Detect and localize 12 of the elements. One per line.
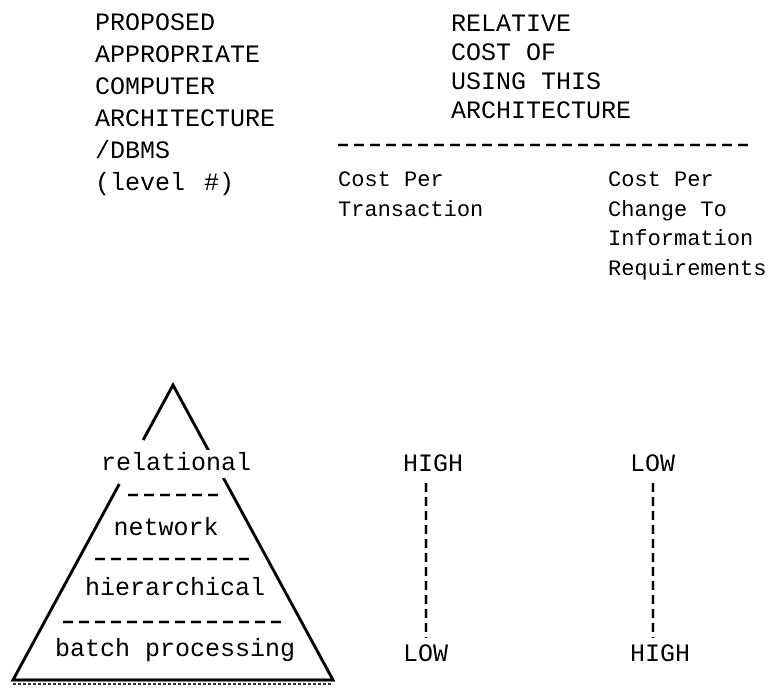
scale-line [652,483,654,638]
scale-line [424,483,428,638]
column-subheading: Cost Per Change To Information Requirements [608,167,766,284]
level-label: relational [100,450,252,478]
column-heading: PROPOSED APPROPRIATE COMPUTER ARCHITECTURE /DBMS (level #) [95,8,276,200]
scale-value: LOW [403,640,448,669]
column-subheading: Cost Per Transaction [338,167,484,224]
scale-value: HIGH [630,640,690,669]
scale-value: LOW [630,450,676,479]
column-heading: RELATIVE COST OF USING THIS ARCHITECTURE [451,10,631,126]
level-label: batch processing [54,636,296,664]
scale-value: HIGH [403,450,464,479]
